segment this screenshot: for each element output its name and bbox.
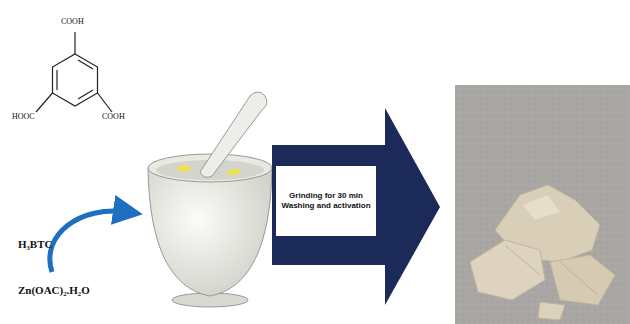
benzene-structure bbox=[36, 32, 112, 112]
mortar-pestle bbox=[148, 92, 272, 307]
compound-label: Zn(OAC)₂.H₂O bbox=[18, 284, 90, 296]
process-arrow bbox=[272, 108, 440, 305]
process-box: Grinding for 30 min Washing and activati… bbox=[276, 166, 376, 236]
process-text: Grinding for 30 min Washing and activati… bbox=[276, 191, 376, 211]
chemical-group: COOH bbox=[61, 17, 84, 26]
compound-label: H₃BTC bbox=[18, 238, 52, 250]
curved-arrow bbox=[50, 211, 128, 272]
chemical-group: COOH bbox=[102, 112, 125, 121]
product-photo bbox=[455, 85, 630, 324]
chemical-group: HOOC bbox=[12, 112, 35, 121]
